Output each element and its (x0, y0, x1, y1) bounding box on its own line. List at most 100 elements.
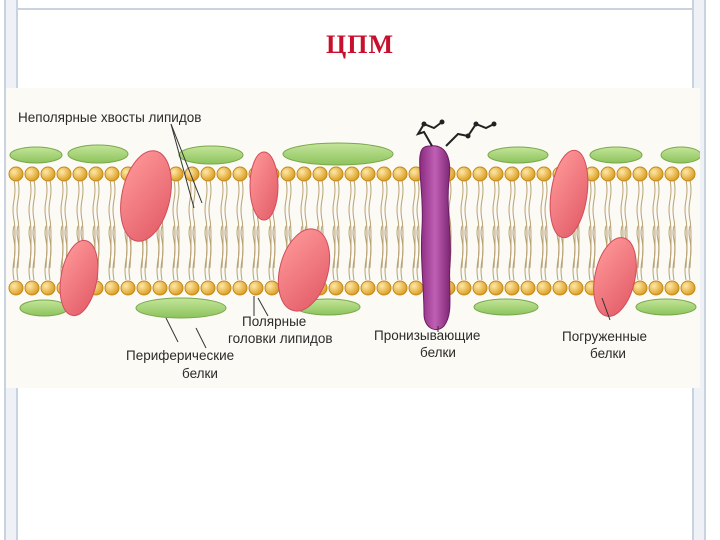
lipid-tail (112, 225, 116, 281)
lipid-tail (108, 179, 112, 269)
lipid-tail (188, 179, 192, 269)
lipid-head (664, 166, 680, 182)
lipid-head (680, 166, 696, 182)
diagram-background (6, 88, 700, 388)
lipid-tail (240, 179, 244, 269)
lipid-head (392, 166, 408, 182)
lipid-tail (368, 225, 372, 281)
lipid-tail (224, 225, 228, 281)
lipid-head (200, 166, 216, 182)
lipid-head (408, 280, 424, 296)
label-polar-heads-line2: головки липидов (228, 331, 333, 346)
lipid-tail (332, 179, 336, 269)
lipid-tail (348, 179, 352, 269)
lipid-tail (380, 225, 384, 281)
lipid-tail (268, 225, 272, 281)
lipid-head (8, 166, 24, 182)
lipid-head (24, 166, 40, 182)
lipid-tail (524, 225, 528, 281)
lipid-head (664, 280, 680, 296)
membrane-diagram-svg: Неполярные хвосты липидов Полярные голов… (6, 88, 700, 388)
lipid-tail (528, 179, 532, 269)
lipid-head (104, 280, 120, 296)
lipid-tail (496, 179, 500, 269)
lipid-tail (396, 225, 400, 281)
lipid-tail (464, 225, 468, 281)
lipid-tail (384, 179, 388, 269)
lipid-tail (652, 179, 656, 269)
lipid-tail (492, 179, 496, 269)
lipid-tail (380, 179, 384, 269)
lipid-head (232, 280, 248, 296)
lipid-head (312, 166, 328, 182)
lipid-tail (108, 225, 112, 281)
lipid-tail (240, 225, 244, 281)
label-peripheral-line2: белки (182, 366, 218, 381)
lipid-head (24, 280, 40, 296)
lipid-tail (684, 225, 688, 281)
peripheral-protein (487, 146, 549, 164)
lipid-tail (12, 179, 16, 269)
lipid-head (680, 280, 696, 296)
lipid-head (632, 166, 648, 182)
peripheral-protein (589, 146, 643, 164)
embedded-protein (59, 239, 99, 317)
lipid-head (536, 280, 552, 296)
lipid-tail (544, 179, 548, 269)
lipid-tail (496, 225, 500, 281)
lipid-head (504, 166, 520, 182)
lipid-tail (48, 179, 52, 269)
peripheral-proteins-top (9, 142, 700, 166)
label-transmembrane-line1: Пронизывающие (374, 328, 480, 343)
lipid-tail (652, 225, 656, 281)
label-embedded-line2: белки (590, 346, 626, 361)
lipid-head (600, 166, 616, 182)
lipid-head (616, 166, 632, 182)
lipid-tail (256, 225, 260, 281)
lipid-tail (384, 225, 388, 281)
embedded-protein (277, 228, 331, 312)
glycocalyx-node (465, 133, 471, 139)
lipid-head (472, 166, 488, 182)
lipid-tail (528, 225, 532, 281)
lipid-tail (464, 179, 468, 269)
lipid-head (376, 166, 392, 182)
lipid-tail (544, 225, 548, 281)
lipid-tail (480, 225, 484, 281)
peripheral-protein (135, 297, 227, 319)
embedded-protein (249, 151, 279, 221)
lipid-tail (588, 225, 592, 281)
lipid-tail (172, 179, 176, 269)
lipid-head (504, 280, 520, 296)
lipid-head (632, 280, 648, 296)
lipid-tail (412, 225, 416, 281)
lipid-tail (44, 225, 48, 281)
label-transmembrane-line2: белки (420, 345, 456, 360)
lipid-head (184, 166, 200, 182)
lipid-tail (204, 179, 208, 269)
lipid-head (360, 166, 376, 182)
lipid-head (376, 280, 392, 296)
lipid-tail (272, 225, 276, 281)
lipid-tail (220, 225, 224, 281)
glycocalyx-chain (415, 121, 443, 147)
lipid-tail (348, 225, 352, 281)
lipid-head (520, 280, 536, 296)
lipid-tail (44, 179, 48, 269)
lipid-head (296, 166, 312, 182)
lipid-tail (188, 225, 192, 281)
peripheral-protein (635, 298, 697, 316)
lipid-head (8, 280, 24, 296)
label-nonpolar-tails: Неполярные хвосты липидов (18, 110, 201, 125)
lipid-tail (16, 179, 20, 269)
lipid-head (152, 280, 168, 296)
lipid-head (344, 280, 360, 296)
lipid-head (488, 166, 504, 182)
lipid-tail (252, 225, 256, 281)
lipid-tail (412, 179, 416, 269)
lipid-tail (576, 225, 580, 281)
lipid-heads-inner (8, 280, 696, 296)
peripheral-protein (660, 146, 700, 164)
lipid-tail (76, 179, 80, 269)
lipid-tail (236, 225, 240, 281)
